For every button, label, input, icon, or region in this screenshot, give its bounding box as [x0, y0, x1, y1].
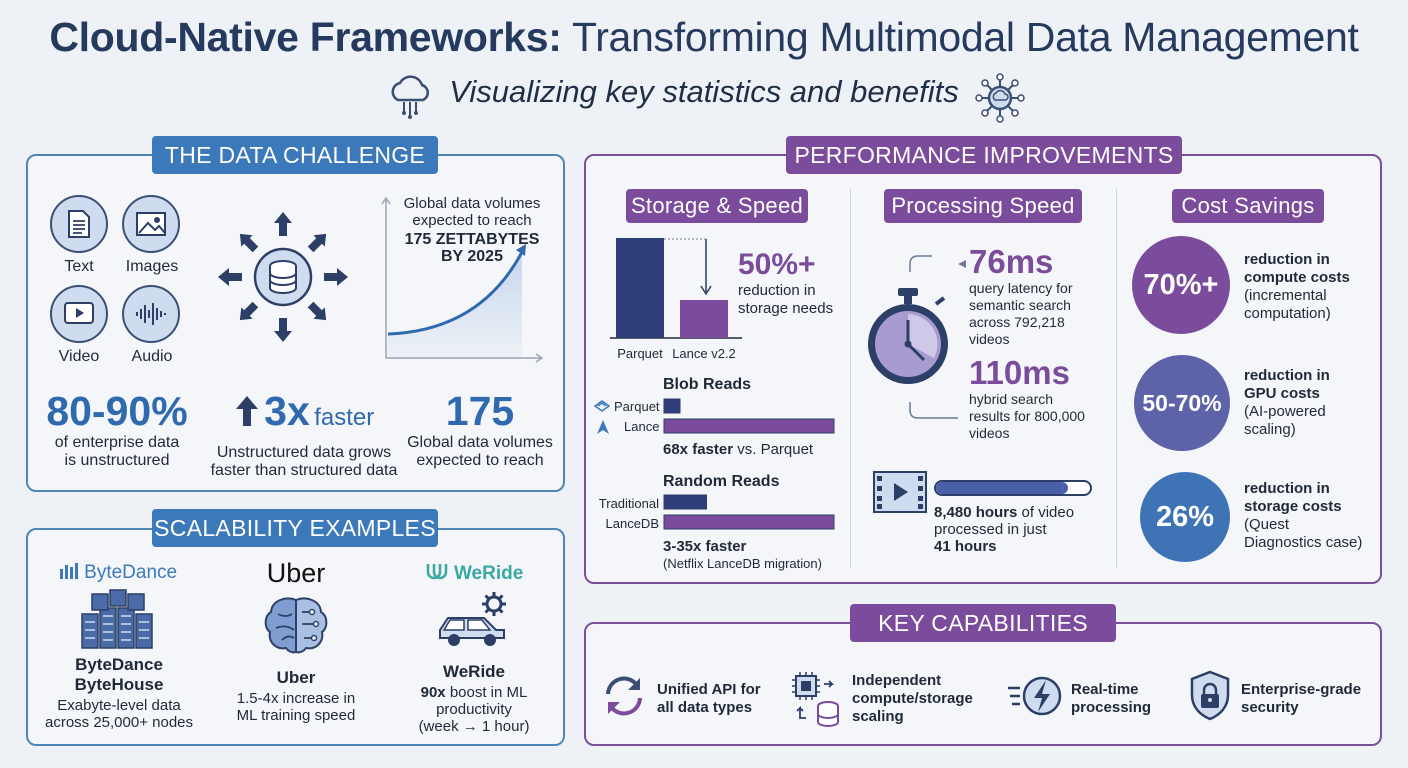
lance-logo-icon: [597, 420, 609, 434]
performance-heading: PERFORMANCE IMPROVEMENTS: [786, 136, 1182, 174]
storage-bar-label: Lance v2.2: [672, 346, 736, 361]
weride-logo: WeRide: [412, 562, 536, 585]
growth-chart-icon: [381, 196, 544, 363]
random-reads-chart: [663, 494, 835, 530]
cost-savings-heading: Cost Savings: [1172, 189, 1324, 223]
random-read-bar: [663, 494, 707, 510]
random-reads-caption: 3-35x faster: [663, 538, 747, 555]
image-type-label: Images: [125, 258, 179, 275]
blob-read-bar: [663, 398, 681, 414]
video-progress-fill: [936, 482, 1069, 494]
random-reads-title: Random Reads: [663, 473, 780, 490]
column-divider: [1116, 188, 1117, 568]
page-title: Cloud-Native Frameworks: Transforming Mu…: [49, 14, 1359, 60]
blob-reads-chart: [663, 398, 835, 434]
weride-name: WeRide: [442, 662, 506, 681]
blob-parquet-label: Parquet: [614, 399, 660, 414]
page-subtitle: Visualizing key statistics and benefits: [449, 74, 959, 109]
stat-growth-rate: 3x faster Unstructured data grows faster…: [210, 388, 398, 479]
latency-stat-110ms: 110ms hybrid search results for 800,000 …: [969, 354, 1085, 442]
reduction-arrow: [700, 239, 712, 296]
autonomous-car-icon: [439, 592, 506, 646]
storage-bar: [680, 300, 728, 338]
text-icon: [50, 195, 108, 253]
storage-savings-desc: reduction in storage costs (Quest Diagno…: [1244, 480, 1363, 551]
blob-lance-label: Lance: [624, 419, 660, 434]
latency-stat-76ms: 76ms query latency for semantic search a…: [969, 243, 1073, 348]
server-cluster-icon: [81, 589, 153, 649]
film-video-icon: [873, 471, 927, 513]
video-icon: [50, 285, 108, 343]
shield-lock-icon: [1190, 670, 1230, 721]
storage-bar-label: Parquet: [617, 346, 663, 361]
storage-savings-circle: 26%: [1140, 472, 1230, 562]
column-divider: [850, 188, 851, 568]
parquet-logo-icon: [594, 400, 610, 412]
bytedance-desc: Exabyte-level data across 25,000+ nodes: [44, 697, 194, 731]
database-burst-icon: [218, 212, 348, 342]
growth-note: Global data volumes expected to reach 17…: [403, 195, 541, 265]
chip-database-icon: [792, 672, 839, 727]
weride-desc: 90x boost in ML productivity (week → 1 h…: [418, 684, 530, 735]
cloud-icon: [391, 75, 429, 119]
random-traditional-label: Traditional: [598, 496, 659, 511]
image-icon: [122, 195, 180, 253]
performance-panel: [584, 154, 1382, 584]
stopwatch-icon: [868, 255, 966, 419]
scalability-heading: SCALABILITY EXAMPLES: [152, 509, 438, 547]
sync-icon: [606, 676, 642, 716]
processing-speed-heading: Processing Speed: [884, 189, 1082, 223]
video-processing-stat: 8,480 hours of video processed in just 4…: [934, 504, 1075, 555]
compute-savings-desc: reduction in compute costs (incremental …: [1244, 251, 1350, 322]
random-lancedb-label: LanceDB: [605, 516, 659, 531]
capability-security: Enterprise-grade security: [1241, 681, 1362, 716]
network-icon: [975, 73, 1025, 123]
text-type-label: Text: [64, 258, 94, 275]
stat-unstructured: 80-90% of enterprise data is unstructure…: [46, 388, 188, 469]
blob-read-bar: [663, 418, 835, 434]
blob-reads-title: Blob Reads: [663, 376, 752, 393]
capability-independent-scaling: Independent compute/storage scaling: [852, 672, 973, 725]
audio-icon: [122, 285, 180, 343]
capability-realtime: Real-time processing: [1071, 681, 1152, 716]
uber-desc: 1.5-4x increase in ML training speed: [236, 690, 356, 724]
storage-reduction-stat: 50%+ reduction in storage needs: [738, 248, 834, 317]
capability-unified-api: Unified API for all data types: [657, 681, 761, 716]
compute-savings-circle: 70%+: [1132, 236, 1230, 334]
random-reads-note: (Netflix LanceDB migration): [663, 556, 822, 571]
data-challenge-heading: THE DATA CHALLENGE: [152, 136, 438, 174]
storage-bar: [616, 238, 664, 338]
bytedance-name: ByteDance ByteHouse: [74, 655, 164, 694]
gpu-savings-desc: reduction in GPU costs (AI-powered scali…: [1244, 367, 1330, 438]
random-read-bar: [663, 514, 835, 530]
storage-speed-heading: Storage & Speed: [626, 189, 808, 223]
blob-reads-caption: 68x faster vs. Parquet: [663, 441, 814, 458]
stat-global-volume: 175 Global data volumes expected to reac…: [407, 388, 553, 469]
bytedance-logo: ByteDance: [50, 562, 186, 584]
video-type-label: Video: [58, 348, 100, 365]
video-progress-bar: [934, 480, 1092, 496]
gpu-savings-circle: 50-70%: [1134, 355, 1230, 451]
capabilities-heading: KEY CAPABILITIES: [850, 604, 1116, 642]
lightning-icon: [1008, 676, 1062, 716]
uber-logo: Uber: [266, 558, 326, 588]
uber-name: Uber: [276, 668, 316, 687]
storage-bar-chart: Parquet Lance v2.2: [610, 238, 742, 361]
brain-icon: [264, 597, 328, 654]
up-arrow-icon: [235, 396, 258, 426]
audio-type-label: Audio: [131, 348, 173, 365]
